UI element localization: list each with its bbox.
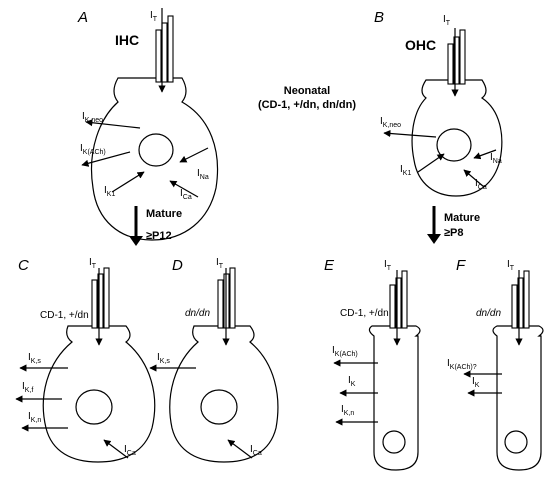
label-it-a: IT [150,10,158,23]
label-ikf-c: IK,f [22,381,33,394]
label-ina-a: INa [197,168,209,181]
ihc-label: IHC [115,32,139,48]
genotype-d: dn/dn [185,308,210,319]
ica-arrow [169,180,199,198]
panel-label-f: F [456,257,466,274]
panel-f: F dn/dn IT IK(ACh)? IK [447,257,544,471]
ihc-mature-age: ≥P12 [146,230,172,242]
label-ikn-e: IK,n [341,404,354,417]
label-ica-c: ICa [124,444,136,457]
ohc-mature-label: Mature [444,212,480,224]
ikneo-arrow [85,119,141,129]
label-ik-e: IK [348,375,356,388]
genotype-f: dn/dn [476,308,501,319]
ohc-label: OHC [405,37,436,53]
label-ikneo-a: IK,neo [82,111,103,124]
panel-label-b: B [374,9,384,26]
label-ica-d: ICa [250,444,262,457]
label-iks-c: IK,s [28,352,41,365]
mature-ohc-cell-e [368,325,421,471]
panel-label-a: A [77,9,88,26]
label-ikn-c: IK,n [28,411,41,424]
panel-a: A IHC IT IK,neo IK(ACh) IK1 INa ICa [77,8,219,241]
label-it-f: IT [507,259,515,272]
label-it-c: IT [89,257,97,270]
ohc-stereocilia [447,29,466,85]
panel-label-d: D [172,257,183,274]
center-note: Neonatal (CD-1, +/dn, dn/dn) [258,85,356,111]
panel-d: D dn/dn IT IK,s ICa [149,257,279,463]
neonatal-label: Neonatal [284,85,330,97]
label-it-b: IT [443,14,451,27]
label-ina-b: INa [490,152,502,165]
ohc-nucleus [436,128,472,162]
panel-label-e: E [324,257,335,274]
label-ikneo-b: IK,neo [380,116,401,129]
label-ik1-a: IK1 [104,185,115,198]
panel-label-c: C [18,257,29,274]
ina-arrow [179,147,209,163]
genotype-c: CD-1, +/dn [40,310,89,321]
label-it-d: IT [216,257,224,270]
genotype-e: CD-1, +/dn [340,308,389,319]
label-it-e: IT [384,259,392,272]
ihc-maturation-arrow: Mature ≥P12 [129,206,182,246]
ohc-mature-age: ≥P8 [444,227,464,239]
label-ik-f: IK [472,376,480,389]
panel-b: B OHC IT IK,neo IK1 INa ICa [374,9,503,197]
panel-e: E CD-1, +/dn IT IK(ACh) IK IK,n [324,257,421,471]
label-iks-d: IK,s [157,352,170,365]
ikach-arrow [81,151,131,167]
label-ikach-a: IK(ACh) [80,143,106,156]
label-ikach-q-f: IK(ACh)? [447,358,477,371]
ohc-maturation-arrow: Mature ≥P8 [427,206,480,244]
panel-c: C CD-1, +/dn IT IK,s IK,f IK,n ICa [15,257,156,463]
mature-ohc-cell-f [492,325,544,471]
label-ica-b: ICa [475,178,487,191]
neonatal-genotypes: (CD-1, +/dn, dn/dn) [258,99,356,111]
ihc-mature-label: Mature [146,208,182,220]
label-ica-a: ICa [180,188,192,201]
ihc-nucleus [138,133,174,167]
ik1-arrow [111,171,145,193]
ihc-stereocilia [155,15,174,83]
label-ikach-e: IK(ACh) [332,345,358,358]
label-ik1-b: IK1 [400,164,411,177]
